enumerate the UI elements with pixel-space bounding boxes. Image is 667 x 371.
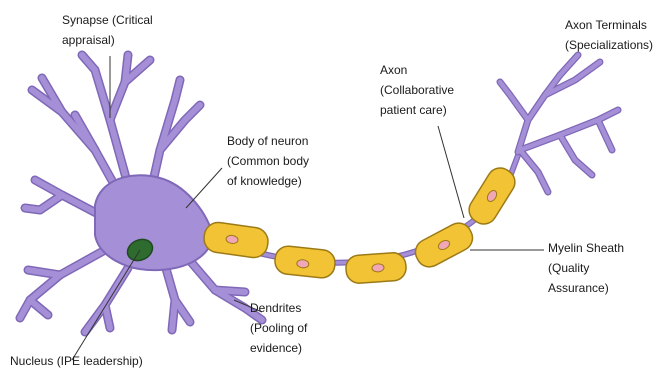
body-of-neuron-label: Body of neuron (Common body of knowledge… xyxy=(227,131,309,191)
axon-terminals-label: Axon Terminals (Specializations) xyxy=(565,15,653,55)
myelin-sheath-label: Myelin Sheath (Quality Assurance) xyxy=(548,238,624,298)
sheath-segment xyxy=(464,163,520,229)
nucleus-label: Nucleus (IPE leadership) xyxy=(10,351,143,371)
sheath-segment xyxy=(411,219,477,272)
sheath-segment xyxy=(202,221,270,260)
sheath-segment xyxy=(274,245,337,279)
body-leader-line xyxy=(186,168,222,208)
synapse-label: Synapse (Critical appraisal) xyxy=(62,10,153,50)
axon-leader-line xyxy=(438,126,464,218)
cell-body xyxy=(95,175,212,270)
axon-label: Axon (Collaborative patient care) xyxy=(380,60,454,120)
axon-terminals xyxy=(500,55,618,192)
dendrites-label: Dendrites (Pooling of evidence) xyxy=(250,298,307,358)
sheath-segment xyxy=(345,252,407,284)
